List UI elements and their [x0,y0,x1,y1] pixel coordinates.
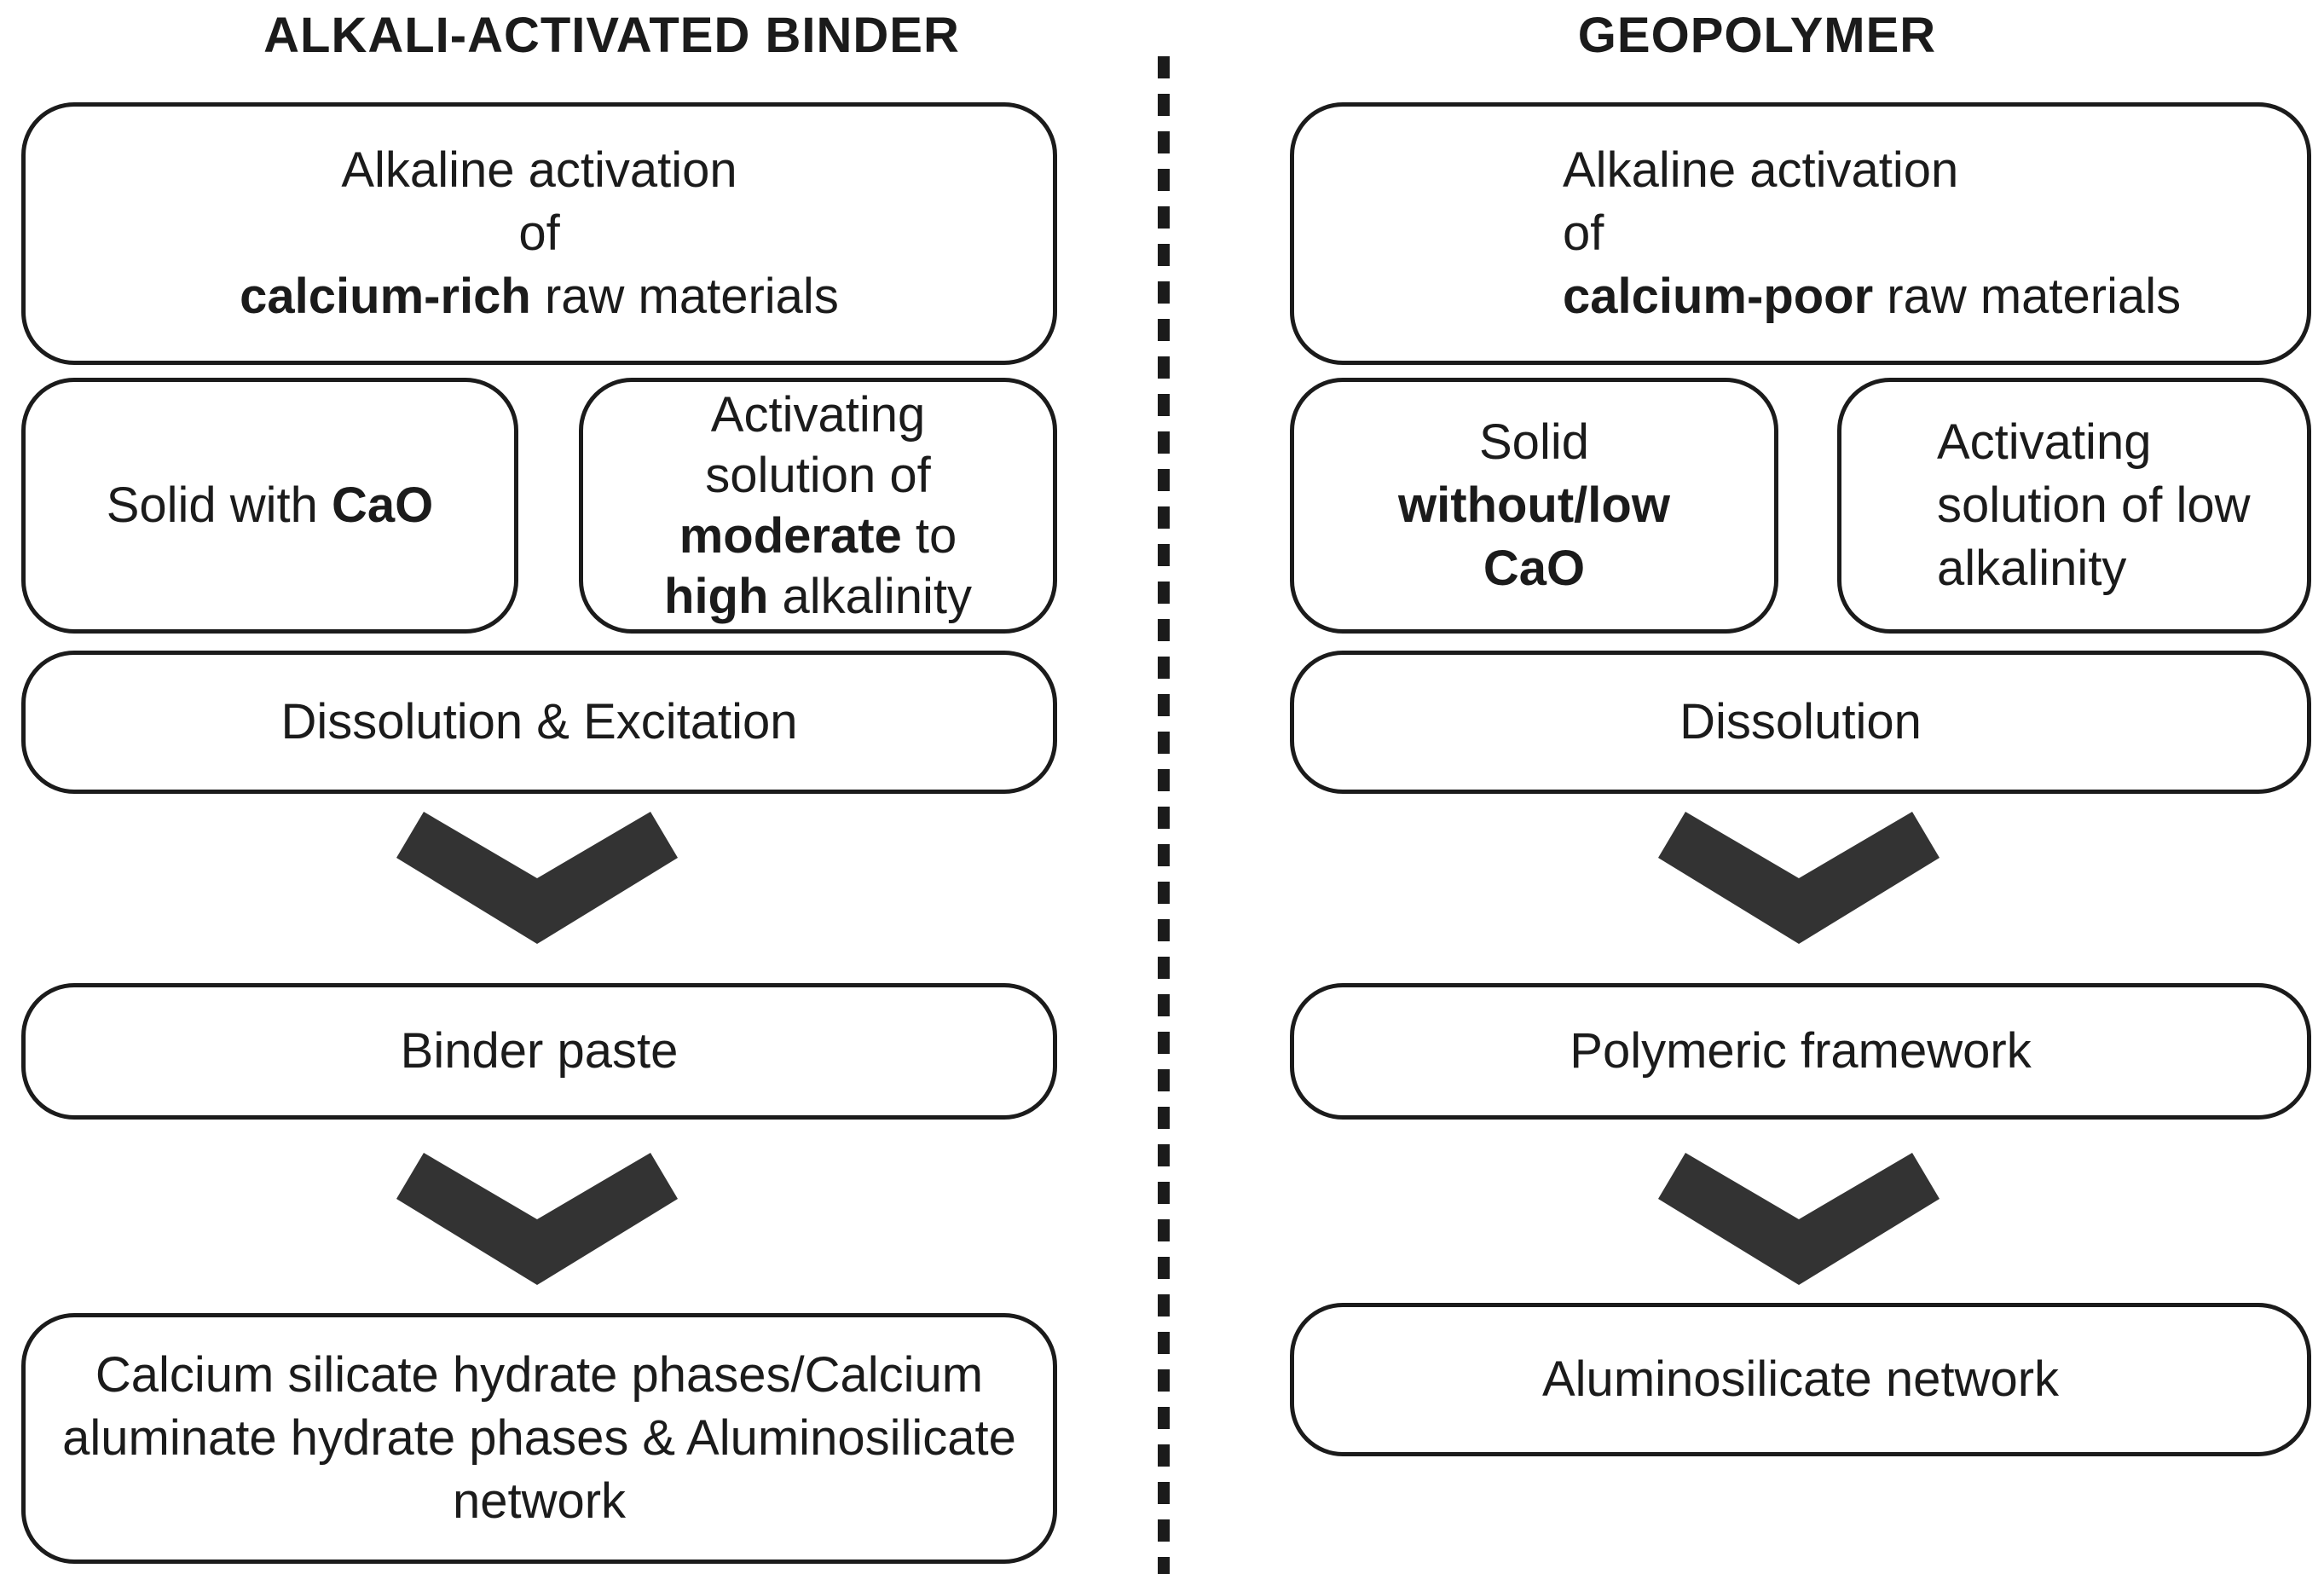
left-dissolution-box: Dissolution & Excitation [21,651,1057,794]
column-divider [1158,56,1170,1574]
right-polymeric-framework-box: Polymeric framework [1290,983,2311,1120]
box-text-line: Alkaline activation [1563,142,1959,198]
box-text-line: Aluminosilicate network [1541,1351,2060,1407]
box-text-line: Binder paste [400,1023,679,1079]
right-activating-solution-box: Activating solution of low alkalinity [1837,378,2311,634]
box-text-line: solution of [705,448,931,503]
box-text-line: CaO [1483,541,1586,596]
box-text-line: high alkalinity [664,569,972,624]
box-text-line: without/low [1398,477,1670,533]
left-product-box: Calcium silicate hydrate phases/Calcium … [21,1313,1057,1564]
box-text-line: of [1563,205,1604,261]
box-text-line: Dissolution & Excitation [280,694,798,749]
right-column-title: GEOPOLYMER [1577,8,1937,63]
left-binder-paste-box: Binder paste [21,983,1057,1120]
right-raw-materials-box: Alkaline activation of calcium-poor raw … [1290,102,2311,365]
box-text-line: Activating [710,387,926,443]
box-text-line: Polymeric framework [1570,1023,2032,1079]
right-product-box: Aluminosilicate network [1290,1303,2311,1456]
box-text-line: Calcium silicate hydrate phases/Calcium … [62,1347,1016,1529]
down-chevron-icon [1658,1153,1940,1285]
left-activating-solution-box: Activating solution of moderate to high … [579,378,1057,634]
right-dissolution-box: Dissolution [1290,651,2311,794]
down-chevron-icon [396,812,678,944]
box-text-line: Solid [1479,414,1589,470]
box-text-line: Dissolution [1679,694,1922,749]
box-text-line: calcium-poor raw materials [1563,269,2182,324]
left-raw-materials-box: Alkaline activation of calcium-rich raw … [21,102,1057,365]
down-chevron-icon [396,1153,678,1285]
box-text-line: of [518,205,560,261]
box-text-line: calcium-rich raw materials [240,269,839,324]
box-text-line: alkalinity [1937,541,2127,596]
right-solid-box: Solid without/low CaO [1290,378,1778,634]
box-text-line: solution of low [1937,477,2251,533]
box-text-line: Alkaline activation [341,142,737,198]
left-solid-box: Solid with CaO [21,378,518,634]
box-text-line: moderate to [679,508,957,564]
down-chevron-icon [1658,812,1940,944]
box-text-line: Activating [1937,414,2152,470]
box-text-line: Solid with CaO [106,477,434,533]
left-column-title: ALKALI-ACTIVATED BINDER [263,8,960,63]
